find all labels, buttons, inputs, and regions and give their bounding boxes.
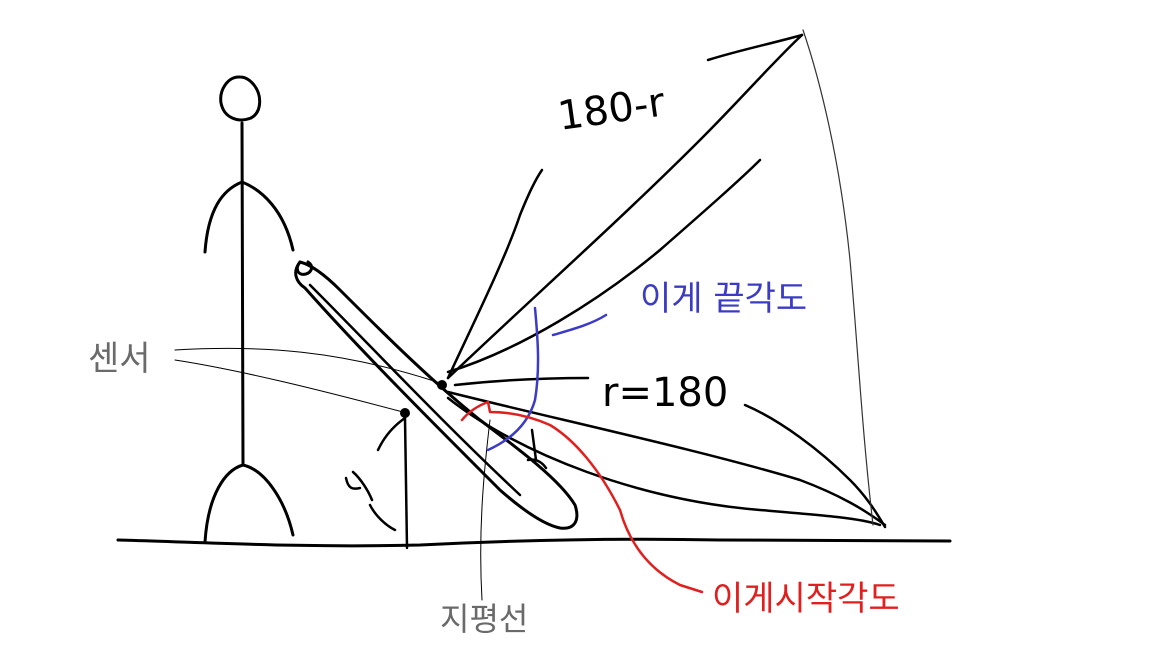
ray-horizontal [453, 376, 590, 387]
red-arc [460, 400, 704, 594]
ray-lowest [446, 396, 882, 527]
sensor-label: 센서 [88, 339, 151, 379]
figure-body [240, 121, 245, 467]
pivot-upper [437, 380, 447, 390]
ray-mid [446, 158, 762, 374]
red-note-label: 이게시작각도 [712, 579, 900, 619]
pivot-vertical-line [403, 416, 409, 550]
tilted-board [294, 260, 579, 530]
figure-head [219, 75, 262, 122]
ray-top [446, 33, 804, 380]
ground-line [116, 537, 952, 548]
blue-pointer [551, 313, 608, 337]
small-a-mark [344, 470, 397, 532]
small-r-mark [526, 428, 548, 470]
sweep-line [802, 29, 874, 526]
pivot-tick [376, 416, 407, 452]
blue-note-label: 이게 끝각도 [640, 279, 807, 319]
horizon-label: 지평선 [440, 600, 528, 638]
board-tip [295, 260, 314, 276]
r-value-label: r=180 [602, 370, 728, 416]
horizon-leader [480, 419, 491, 601]
sensor-leader-2 [174, 359, 404, 413]
stick-figure [203, 75, 295, 544]
ray-top-cap [706, 33, 804, 62]
ray-steep [446, 168, 544, 380]
figure-legs [203, 463, 295, 544]
top-formula-label: 180-r [555, 79, 668, 140]
figure-arms [203, 180, 295, 254]
sensor-leader-1 [174, 347, 441, 384]
angle-rays [446, 33, 887, 529]
blue-bracket [486, 306, 540, 452]
pivot-lower [400, 408, 410, 418]
board-inner-edge [308, 283, 522, 497]
ray-right-arc [743, 403, 887, 529]
